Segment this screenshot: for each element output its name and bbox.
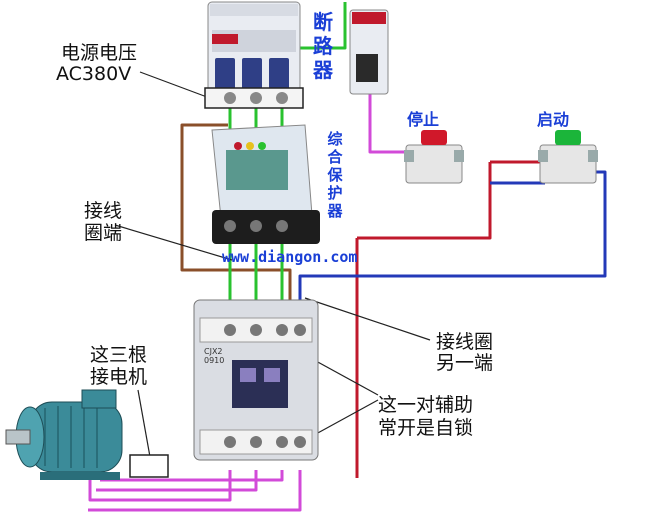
motor-note-label-2: 接电机: [90, 366, 148, 388]
motor-note-label-1: 这三根: [90, 344, 148, 366]
coil-other-label-1: 接线圈: [436, 331, 494, 353]
supply-voltage-label-1: 电源电压: [61, 42, 138, 64]
motor: [5, 389, 123, 480]
leader-supply: [139, 71, 216, 101]
leader-coil-other: [304, 297, 431, 341]
pink-phase-3: [100, 470, 284, 482]
contactor-device: [193, 299, 319, 461]
start-button: [538, 130, 598, 184]
pink-wire-stop: [368, 92, 410, 154]
breaker-label: 断路器: [313, 10, 333, 82]
brown-wire: [180, 123, 292, 300]
coil-other-label-2: 另一端: [436, 352, 494, 374]
blue-wire: [298, 170, 607, 330]
leader-coil: [114, 224, 233, 261]
coil-terminal-label: 接线圈端: [84, 200, 123, 244]
terminal-box: [129, 454, 169, 478]
single-pole-breaker: [349, 9, 389, 95]
pink-phase-2: [96, 470, 258, 492]
supply-voltage-label-2: AC380V: [56, 63, 132, 85]
protector-device: [211, 124, 320, 244]
pink-phase-1: [88, 470, 232, 502]
website-watermark: www.diangon.com: [222, 248, 358, 266]
aux-note-label-2: 常开是自锁: [378, 417, 474, 439]
stop-button: [404, 130, 464, 184]
pink-phase-4: [88, 470, 302, 512]
aux-note-label-1: 这一对辅助: [378, 394, 474, 416]
contactor-sub-label: 0910: [204, 356, 225, 365]
stop-label: 停止: [407, 110, 440, 129]
contactor-model-label: CJX2: [204, 347, 223, 356]
start-label: 启动: [537, 110, 570, 129]
protector-label: 综合保护器: [327, 130, 343, 220]
breaker-device: [204, 1, 304, 109]
red-wire: [357, 162, 492, 240]
